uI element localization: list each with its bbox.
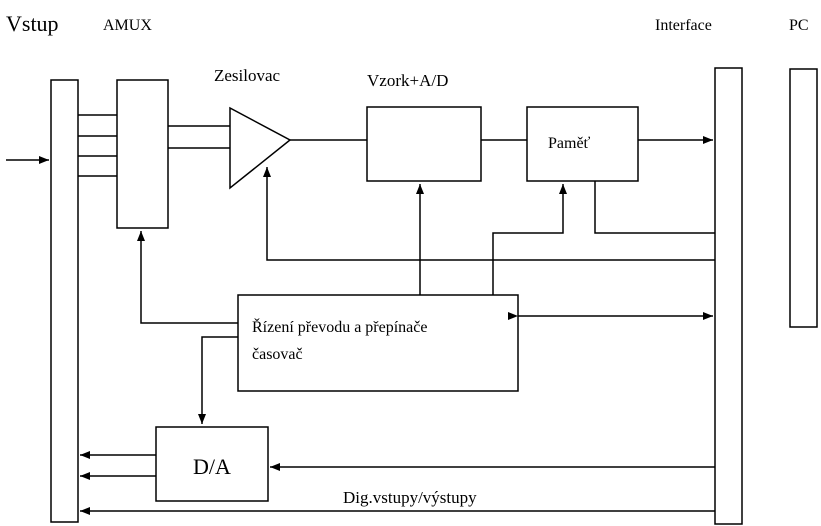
vzork-ad-label: Vzork+A/D <box>367 71 448 90</box>
pc-bar <box>789 68 818 328</box>
vstup-label: Vstup <box>6 11 59 36</box>
pamet-box <box>526 106 639 182</box>
interface-label: Interface <box>655 17 712 34</box>
interface-bar <box>714 67 743 525</box>
da-box <box>155 426 269 502</box>
pc-label: PC <box>789 17 809 34</box>
rizeni-label-line2: časovač <box>252 346 303 363</box>
amplifier-triangle <box>229 106 292 190</box>
amux-box <box>116 79 169 229</box>
pamet-interface-line <box>594 181 715 234</box>
da-label: D/A <box>193 454 231 479</box>
vstup-bar <box>50 79 79 523</box>
pamet-label: Paměť <box>548 135 591 152</box>
zesilovac-label: Zesilovac <box>214 66 281 85</box>
vzork-ad-box <box>366 106 482 182</box>
dig-io-label: Dig.vstupy/výstupy <box>343 488 477 507</box>
amux-label: AMUX <box>103 17 152 34</box>
interface-amp-arrow <box>263 167 715 261</box>
rizeni-da-arrow <box>198 336 238 424</box>
rizeni-box <box>237 294 519 392</box>
rizeni-pamet-arrow <box>492 184 567 295</box>
rizeni-amux-arrow <box>137 231 238 324</box>
rizeni-label-line1: Řízení převodu a přepínače <box>252 317 427 336</box>
